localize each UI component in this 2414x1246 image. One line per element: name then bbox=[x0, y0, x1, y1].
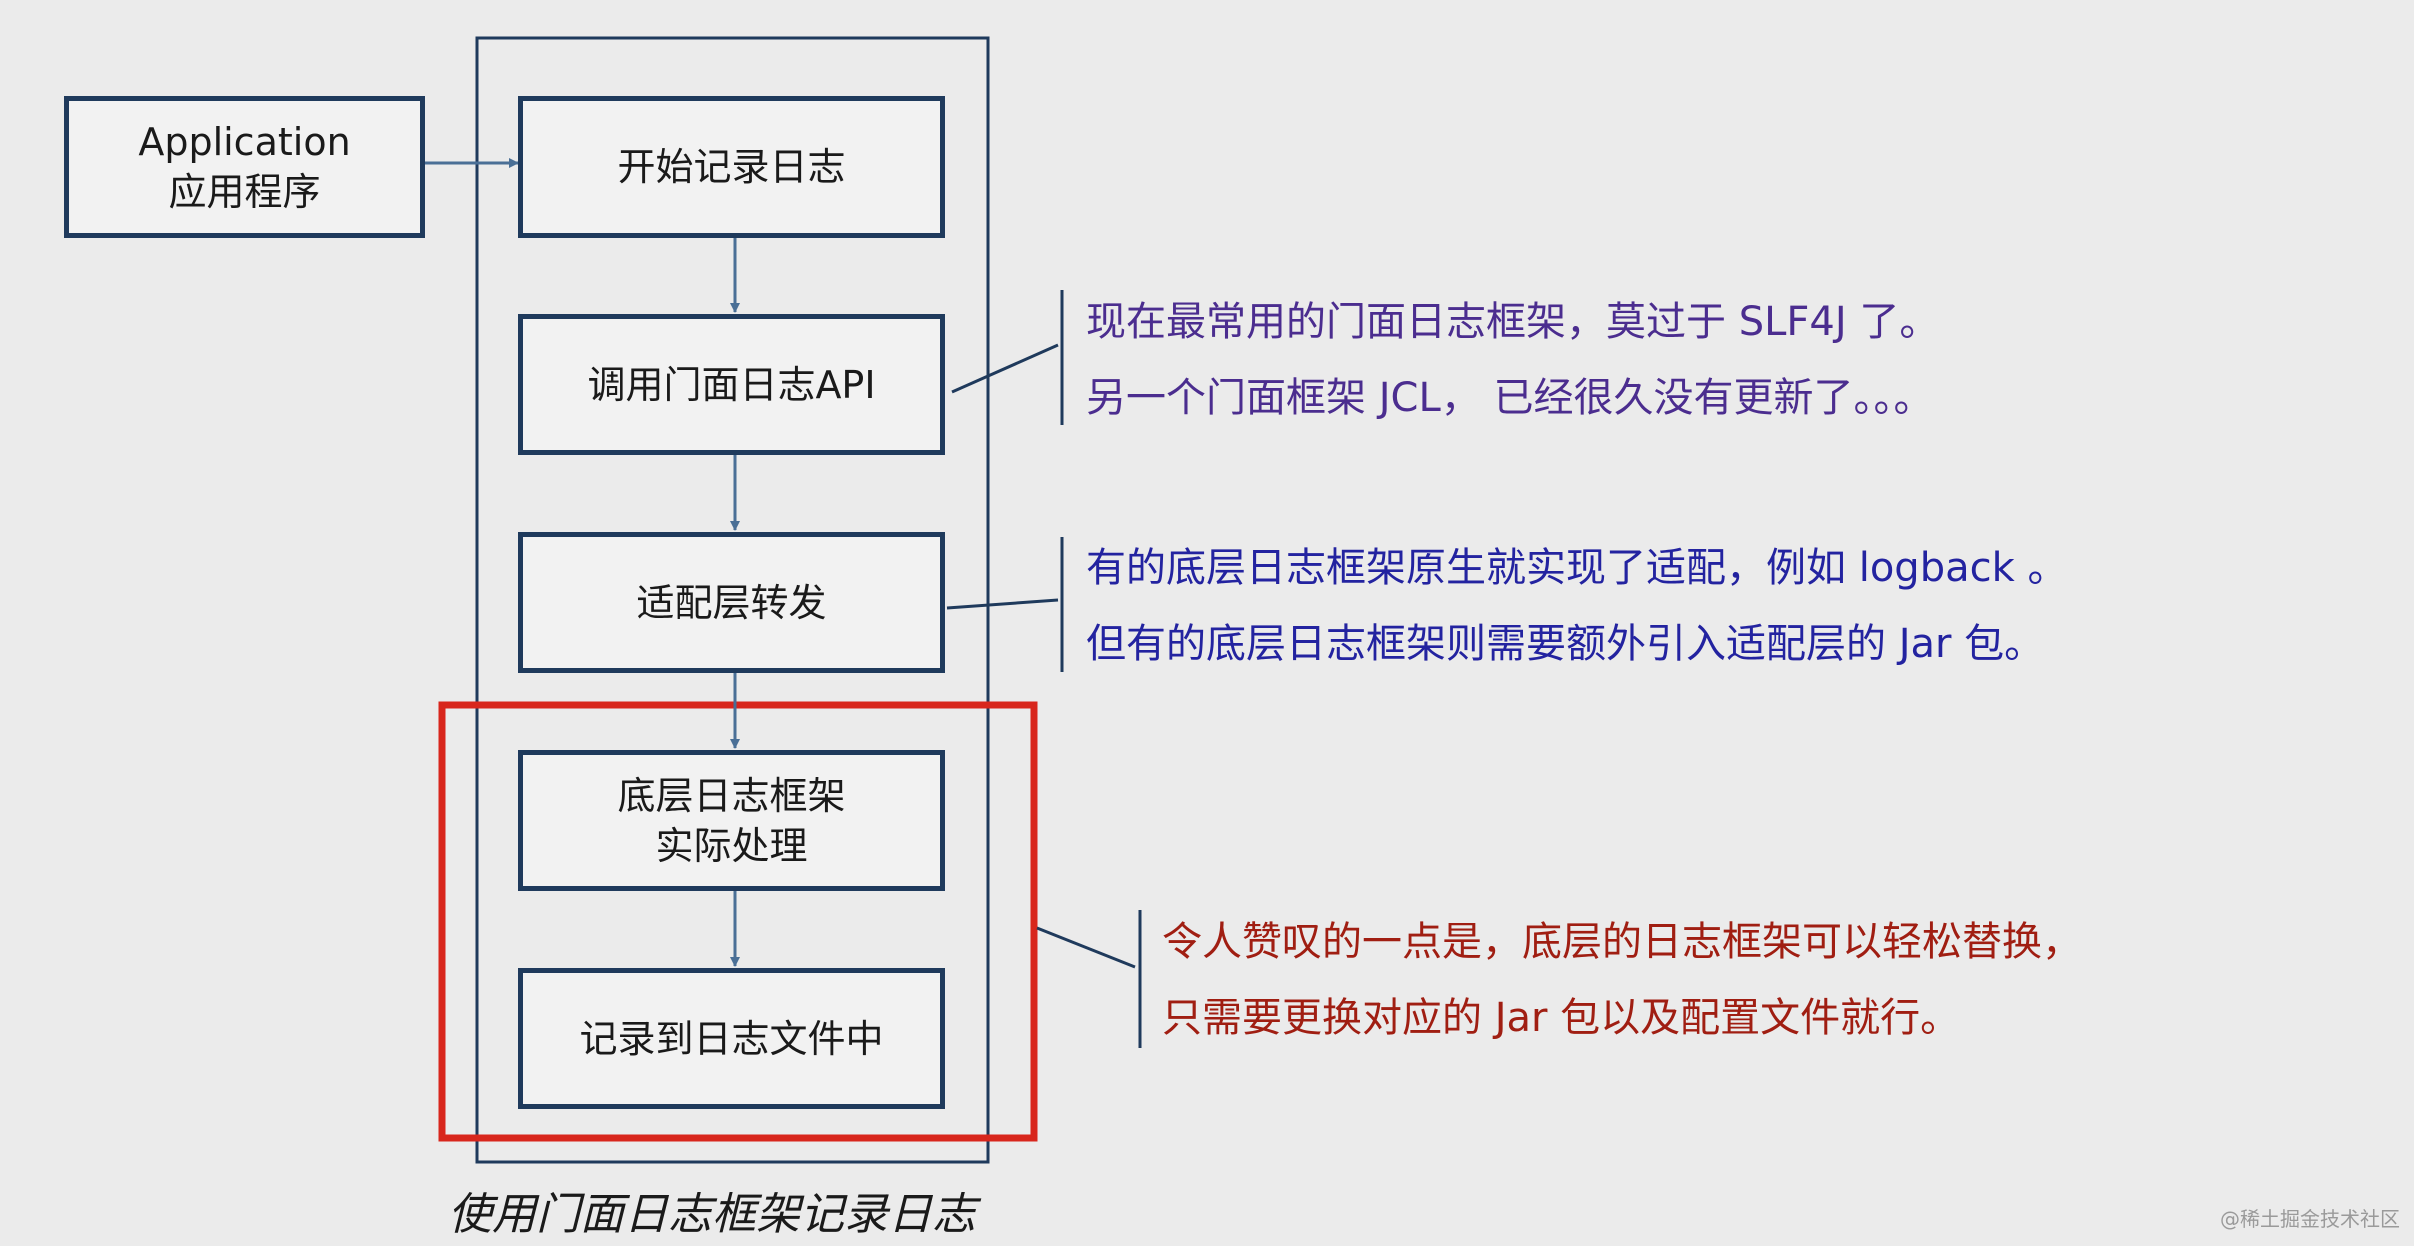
backend-note-line1: 令人赞叹的一点是，底层的日志框架可以轻松替换， bbox=[1162, 919, 2082, 965]
facade-api-label: 调用门面日志API bbox=[587, 362, 876, 407]
facade-note: 现在最常用的门面日志框架，莫过于 SLF4J 了。 另一个门面框架 JCL， 已… bbox=[1086, 284, 1939, 436]
diagram-caption: 使用门面日志框架记录日志 bbox=[448, 1189, 976, 1240]
backend-label-line1: 底层日志框架 bbox=[617, 773, 846, 818]
adapter-label: 适配层转发 bbox=[636, 580, 827, 625]
facade-note-line2: 另一个门面框架 JCL， 已经很久没有更新了。。。 bbox=[1086, 375, 1934, 421]
callout-line-backend bbox=[1036, 926, 1136, 969]
adapter-note-line2: 但有的底层日志框架则需要额外引入适配层的 Jar 包。 bbox=[1086, 621, 2045, 667]
log-file-label: 记录到日志文件中 bbox=[579, 1016, 884, 1061]
backend-box: 底层日志框架 实际处理 bbox=[518, 750, 945, 891]
callout-line-adapter bbox=[946, 598, 1059, 610]
facade-note-line1: 现在最常用的门面日志框架，莫过于 SLF4J 了。 bbox=[1086, 299, 1940, 345]
adapter-note: 有的底层日志框架原生就实现了适配，例如 logback 。 但有的底层日志框架则… bbox=[1086, 530, 2067, 682]
adapter-box: 适配层转发 bbox=[518, 532, 945, 673]
start-logging-label: 开始记录日志 bbox=[617, 145, 846, 189]
backend-note-line2: 只需要更换对应的 Jar 包以及配置文件就行。 bbox=[1162, 995, 1961, 1041]
application-box: Application 应用程序 bbox=[64, 96, 425, 238]
application-label-en: Application bbox=[138, 120, 351, 164]
facade-api-box: 调用门面日志API bbox=[518, 314, 945, 455]
backend-note: 令人赞叹的一点是，底层的日志框架可以轻松替换， 只需要更换对应的 Jar 包以及… bbox=[1162, 904, 2082, 1056]
highlight-frame bbox=[438, 701, 1038, 1142]
callout-line-facade bbox=[951, 343, 1059, 394]
start-logging-box: 开始记录日志 bbox=[518, 96, 945, 238]
backend-label-line2: 实际处理 bbox=[655, 823, 808, 868]
watermark: @稀土掘金技术社区 bbox=[2220, 1207, 2400, 1231]
log-file-box: 记录到日志文件中 bbox=[518, 968, 945, 1109]
facade-container-frame bbox=[475, 36, 990, 1164]
application-label-zh: 应用程序 bbox=[168, 170, 321, 214]
adapter-note-line1: 有的底层日志框架原生就实现了适配，例如 logback 。 bbox=[1086, 545, 2068, 591]
